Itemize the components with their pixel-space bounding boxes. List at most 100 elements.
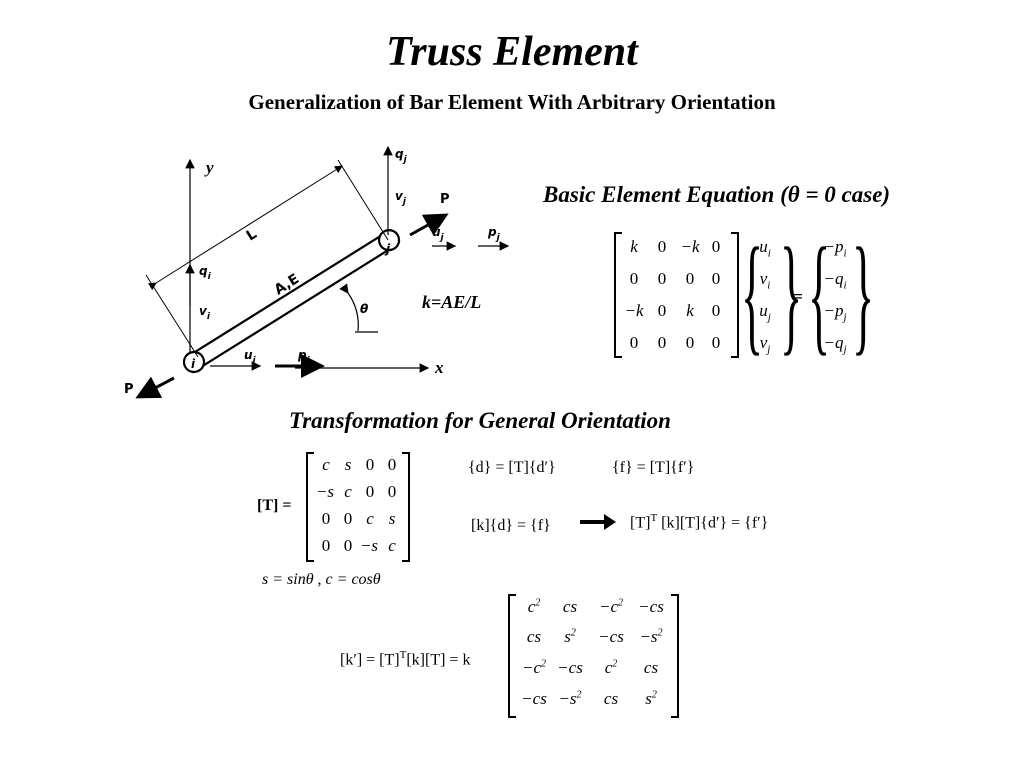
k-cell: 0 bbox=[711, 237, 721, 256]
t-cell: s bbox=[388, 509, 396, 528]
kprime-cell: −cs bbox=[638, 597, 664, 616]
p-top-label: P bbox=[440, 192, 450, 207]
kprime-cell: s2 bbox=[645, 689, 657, 708]
k-cell: 0 bbox=[685, 269, 695, 288]
theta-label: θ bbox=[360, 302, 368, 316]
t-cell: c bbox=[388, 536, 396, 555]
kprime-left-bracket bbox=[508, 594, 516, 718]
sin-cos-definition: s = sinθ , c = cosθ bbox=[262, 571, 381, 588]
basic-equation-heading: Basic Element Equation (θ = 0 case) bbox=[543, 182, 891, 207]
f-cell: −pj bbox=[823, 301, 847, 324]
t-cell: −s bbox=[315, 482, 335, 501]
dimension-extension-right bbox=[337, 159, 389, 241]
p-top-arrow bbox=[409, 213, 449, 237]
k-cell: 0 bbox=[711, 269, 721, 288]
length-label: L bbox=[244, 226, 260, 244]
basic-equation: k 0 −k 0 0 0 0 0 −k 0 k 0 0 0 0 0 { ui v… bbox=[614, 228, 874, 360]
bar-element bbox=[182, 229, 401, 374]
k-cell: 0 bbox=[711, 301, 721, 320]
k-cell: 0 bbox=[711, 333, 721, 352]
kprime-cell: −c2 bbox=[521, 658, 547, 677]
kprime-matrix: c2 cs −c2 −cs cs s2 −cs −s2 −c2 −cs c2 c… bbox=[508, 594, 683, 718]
kprime-right-bracket bbox=[671, 594, 679, 718]
kprime-cell: c2 bbox=[604, 658, 618, 677]
d-cell: vj bbox=[759, 333, 771, 356]
qi-label: qi bbox=[199, 264, 212, 282]
page-subtitle: Generalization of Bar Element With Arbit… bbox=[248, 90, 776, 114]
t-cell: 0 bbox=[343, 509, 353, 528]
t-cell: 0 bbox=[387, 455, 397, 474]
kprime-cell: s2 bbox=[564, 627, 576, 646]
y-axis-label: y bbox=[204, 158, 214, 177]
t-cell: 0 bbox=[387, 482, 397, 501]
k-cell: −k bbox=[680, 237, 700, 256]
equals-sign: = bbox=[793, 287, 803, 306]
d-cell: vi bbox=[759, 269, 771, 292]
transformation-heading: Transformation for General Orientation bbox=[289, 408, 671, 433]
k-cell: 0 bbox=[657, 237, 667, 256]
node-j-label: j bbox=[384, 242, 391, 256]
f-cell: −qj bbox=[823, 333, 847, 356]
kprime-cell: −s2 bbox=[639, 627, 663, 646]
f-cell: −qi bbox=[823, 269, 847, 292]
kprime-cell: cs bbox=[526, 627, 542, 646]
k-cell: k bbox=[630, 237, 638, 256]
kprime-cell: −cs bbox=[557, 658, 583, 677]
d-cell: ui bbox=[759, 237, 771, 260]
t-cell: 0 bbox=[365, 455, 375, 474]
qj-label: qj bbox=[395, 147, 408, 165]
kprime-cell: −s2 bbox=[558, 689, 582, 708]
transformed-stiffness-equation: [T]T [k][T]{d′} = {f′} bbox=[630, 512, 769, 532]
length-dimension-line bbox=[147, 165, 343, 291]
k-cell: 0 bbox=[629, 269, 639, 288]
t-matrix: c s 0 0 −s c 0 0 0 0 c s 0 0 −s c bbox=[306, 452, 416, 562]
k-matrix-left-bracket bbox=[614, 232, 622, 358]
dimension-extension-left bbox=[145, 274, 199, 358]
x-axis-label: x bbox=[434, 358, 444, 377]
kprime-cell: cs bbox=[562, 597, 578, 616]
displacement-transform-equation: {d} = [T]{d′} bbox=[468, 459, 556, 476]
theta-symbol: θ bbox=[787, 182, 800, 207]
f-cell: −pi bbox=[823, 237, 847, 260]
t-cell: s bbox=[344, 455, 352, 474]
stiffness-equation: [k]{d} = {f} bbox=[471, 517, 551, 534]
d-vector-left-brace: { bbox=[741, 220, 764, 367]
t-matrix-label: [T] = bbox=[257, 497, 292, 514]
t-cell: c bbox=[344, 482, 352, 501]
vi-label: vi bbox=[199, 304, 211, 322]
kprime-cell: −c2 bbox=[598, 597, 624, 616]
kprime-cell: cs bbox=[643, 658, 659, 677]
vj-label: vj bbox=[395, 189, 407, 207]
k-cell: k bbox=[686, 301, 694, 320]
k-cell: 0 bbox=[657, 269, 667, 288]
d-vector-right-brace: } bbox=[780, 220, 803, 367]
stiffness-label: k=AE/L bbox=[422, 292, 482, 312]
t-cell: 0 bbox=[343, 536, 353, 555]
p-bottom-label: P bbox=[124, 382, 134, 397]
kprime-cell: −cs bbox=[598, 627, 624, 646]
t-cell: 0 bbox=[321, 536, 331, 555]
node-i-circle bbox=[182, 350, 206, 374]
node-j-circle bbox=[377, 229, 401, 252]
force-transform-equation: {f} = [T]{f′} bbox=[612, 459, 695, 476]
page-title: Truss Element bbox=[386, 29, 638, 75]
kprime-cell: −cs bbox=[521, 689, 547, 708]
f-vector-right-brace: } bbox=[852, 220, 875, 367]
t-matrix-right-bracket bbox=[402, 452, 410, 562]
t-cell: c bbox=[322, 455, 330, 474]
kprime-cell: c2 bbox=[527, 597, 541, 616]
pj-label: pj bbox=[487, 225, 501, 243]
implies-arrow-icon bbox=[580, 514, 616, 530]
k-cell: 0 bbox=[657, 301, 667, 320]
kprime-cell: cs bbox=[603, 689, 619, 708]
t-cell: c bbox=[366, 509, 374, 528]
k-cell: 0 bbox=[657, 333, 667, 352]
pi-label: pi bbox=[297, 348, 311, 366]
node-i-label: i bbox=[191, 357, 196, 371]
angle-arc bbox=[339, 283, 359, 332]
f-vector-left-brace: { bbox=[808, 220, 831, 367]
k-cell: 0 bbox=[629, 333, 639, 352]
k-cell: 0 bbox=[685, 333, 695, 352]
t-cell: −s bbox=[359, 536, 379, 555]
t-matrix-left-bracket bbox=[306, 452, 314, 562]
